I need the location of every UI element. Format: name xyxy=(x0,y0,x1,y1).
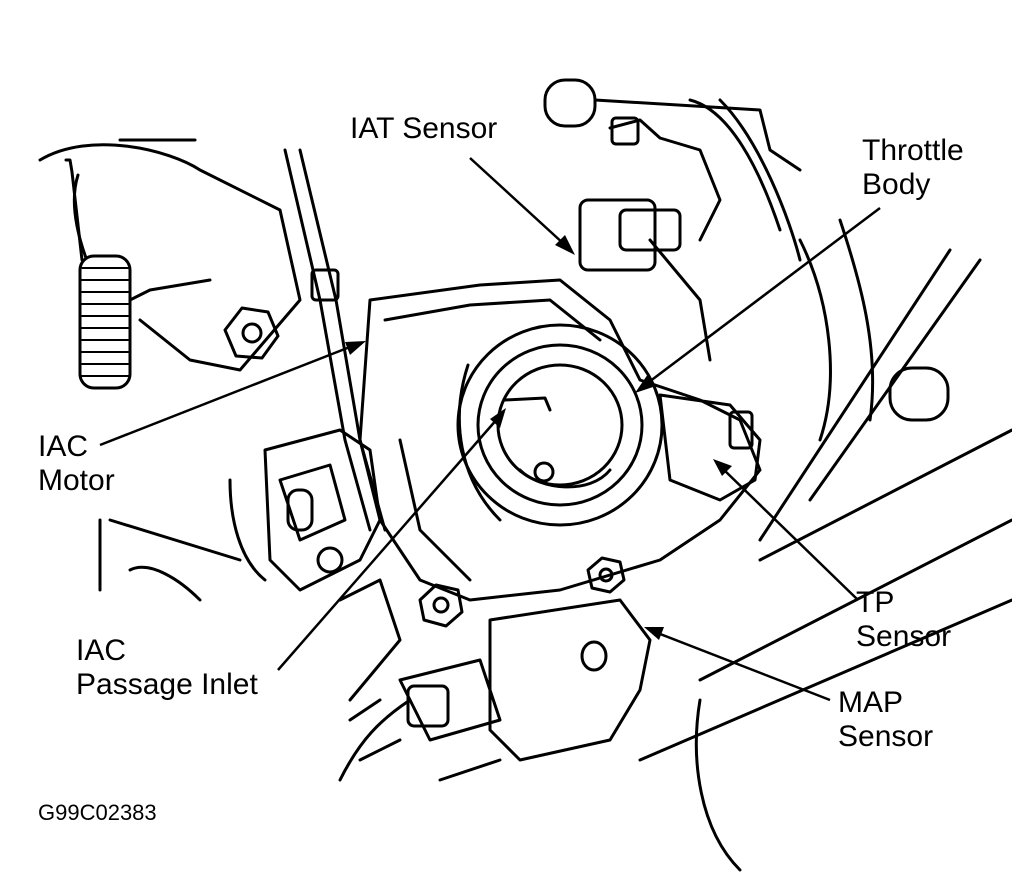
label-map-sensor-line1: MAP xyxy=(838,686,904,719)
label-iac-motor: IAC Motor xyxy=(38,430,115,498)
label-map-sensor-line2: Sensor xyxy=(838,720,934,753)
label-iac-passage-line2: Passage Inlet xyxy=(76,668,258,701)
label-throttle-body: Throttle Body xyxy=(862,134,964,202)
label-map-sensor: MAP Sensor xyxy=(838,686,933,754)
label-tp-sensor-line1: TP xyxy=(856,586,895,619)
label-iat-sensor-text: IAT Sensor xyxy=(350,112,498,145)
label-iac-motor-line1: IAC xyxy=(38,430,89,463)
label-throttle-body-line2: Body xyxy=(862,168,931,201)
leader-map-sensor xyxy=(644,627,831,702)
label-iac-passage-line1: IAC xyxy=(76,634,127,667)
mounting-bracket-left xyxy=(38,138,302,372)
mounting-bolts xyxy=(338,556,626,702)
throttle-body xyxy=(358,278,762,602)
leader-iac-motor xyxy=(99,341,366,447)
label-iat-sensor: IAT Sensor xyxy=(350,112,497,146)
map-sensor-body xyxy=(348,598,652,762)
tp-sensor-body xyxy=(658,393,762,502)
label-iac-passage-inlet: IAC Passage Inlet xyxy=(76,634,258,702)
throttle-return-spring xyxy=(64,158,212,390)
engine-right-structure xyxy=(638,218,1012,872)
label-tp-sensor-line2: Sensor xyxy=(856,620,952,653)
leader-iac-passage xyxy=(277,408,506,671)
label-tp-sensor: TP Sensor xyxy=(856,586,951,654)
label-iac-motor-line2: Motor xyxy=(38,464,115,497)
label-throttle-body-line1: Throttle xyxy=(862,134,964,167)
figure-code: G99C02383 xyxy=(38,800,157,825)
iac-motor-body xyxy=(228,428,382,592)
leader-iat-sensor xyxy=(469,157,575,255)
upper-harness xyxy=(543,78,802,362)
leader-tp-sensor xyxy=(713,459,859,601)
lower-left-detail xyxy=(98,518,502,782)
leader-throttle-body xyxy=(635,207,881,393)
